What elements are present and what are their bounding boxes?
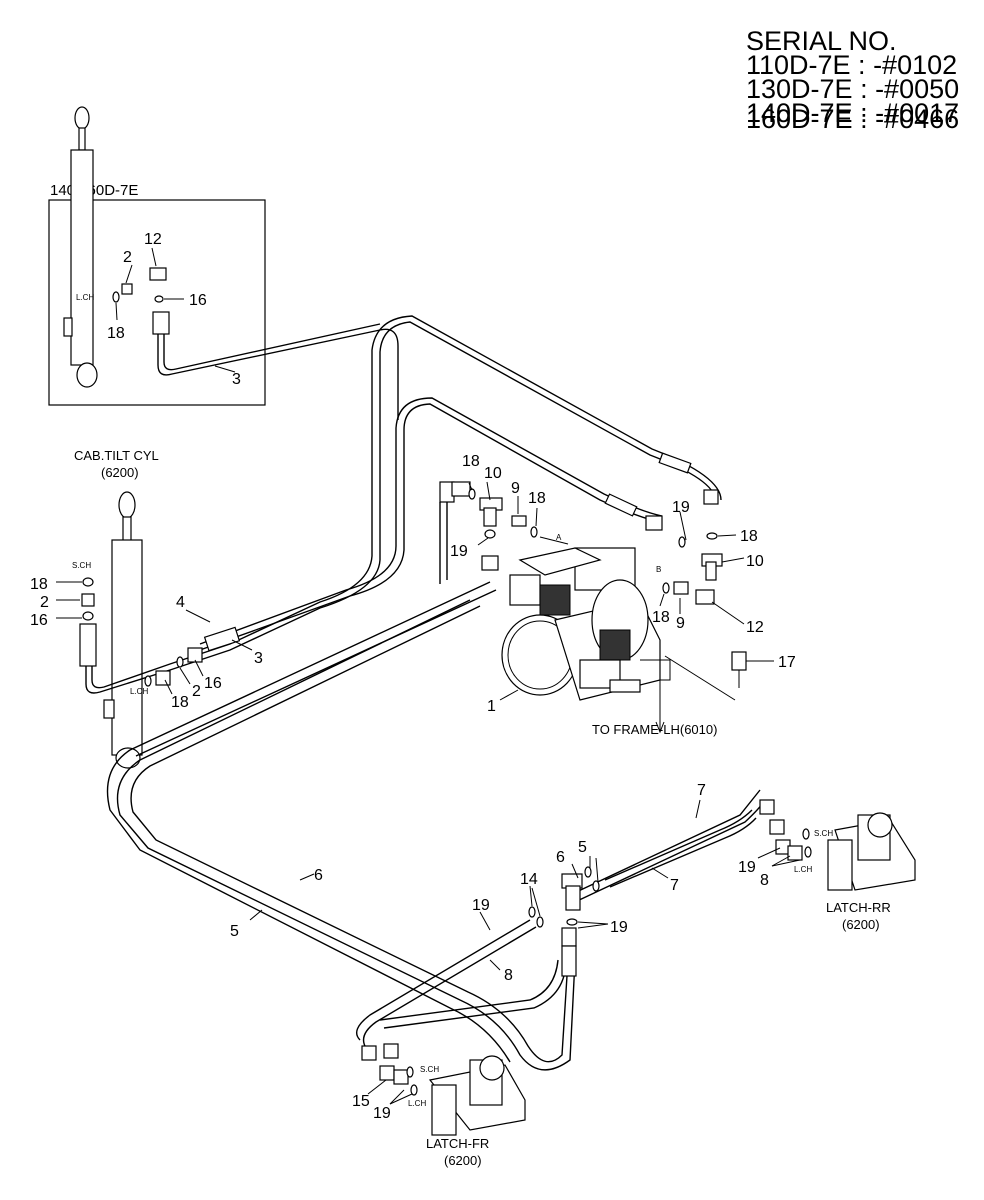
callout-2-inset: 2 — [123, 249, 132, 266]
callout-17: 17 — [778, 654, 796, 671]
callout-19-b: 19 — [672, 499, 690, 516]
latch-rr-lch: L.CH — [794, 865, 812, 874]
callout-2-a: 2 — [40, 594, 49, 611]
inset-oring — [154, 295, 164, 303]
callout-16-b: 16 — [204, 675, 222, 692]
latch-rr-sch: S.CH — [814, 829, 833, 838]
port-a-mark: A — [556, 533, 562, 542]
hose-7 — [569, 789, 761, 896]
pump-unit: A B 1 TO FRAME-LH(6010) — [487, 533, 736, 737]
callout-19-c: 5 — [578, 839, 587, 856]
inset-frame — [48, 199, 266, 406]
cab-tilt-caption: CAB.TILT CYL — [74, 448, 159, 463]
latch-fr-sch: S.CH — [420, 1065, 439, 1074]
callout-9-b: 9 — [676, 615, 685, 632]
mid-fittings: 6 5 14 19 19 8 7 7 6 6 5 — [230, 782, 706, 984]
inset-lch-mark: L.CH — [76, 293, 94, 302]
cyl-sch-mark: S.CH — [72, 561, 91, 570]
latch-rr: S.CH L.CH 19 8 LATCH-RR (6200) — [738, 799, 916, 932]
callout-7-a: 7 — [697, 782, 706, 799]
port-b-mark: B — [656, 565, 661, 574]
callout-10-a: 10 — [484, 465, 502, 482]
callout-19-a: 19 — [450, 543, 468, 560]
callout-19-e: 19 — [610, 919, 628, 936]
callout-1: 1 — [487, 698, 496, 715]
callout-15-a: 19 — [738, 859, 756, 876]
callout-16-a: 16 — [30, 612, 48, 629]
callout-8-b: 8 — [504, 967, 513, 984]
serial-line-1: 110D-7E : -#0102 — [746, 50, 957, 80]
callout-19-g: 19 — [373, 1105, 391, 1122]
latch-rr-caption: LATCH-RR — [826, 900, 891, 915]
serial-line-2: 130D-7E : -#0050 — [746, 74, 959, 104]
inset-hose-fitting — [152, 311, 170, 335]
callout-6-label: 6 — [314, 867, 323, 884]
inset-adapter — [121, 283, 133, 295]
callout-10-b: 10 — [746, 553, 764, 570]
latch-fr: S.CH L.CH 15 19 LATCH-FR (6200) — [352, 1043, 526, 1168]
callout-18-c: 18 — [462, 453, 480, 470]
callout-3-b: 3 — [254, 650, 263, 667]
callout-12-b: 12 — [746, 619, 764, 636]
callout-18-b: 18 — [171, 694, 189, 711]
callout-2-b: 2 — [192, 683, 201, 700]
callout-18-e: 18 — [740, 528, 758, 545]
latch-fr-ref: (6200) — [444, 1153, 482, 1168]
inset-hose — [157, 318, 399, 420]
hose-8 — [356, 919, 531, 1041]
callout-9-a: 9 — [511, 480, 520, 497]
callout-8-a: 19 — [472, 897, 490, 914]
to-frame-caption: TO FRAME-LH(6010) — [592, 722, 717, 737]
serial-line-4: 160D-7E : -#0466 — [746, 104, 959, 134]
hose-6 — [106, 581, 511, 1063]
latch-rr-ref: (6200) — [842, 917, 880, 932]
serial-block: SERIAL NO. 110D-7E : -#0102 130D-7E : -#… — [746, 26, 959, 134]
inset-elbow — [149, 267, 167, 281]
callout-18-a: 18 — [30, 576, 48, 593]
cyl-fittings: 18 2 16 L.CH 4 3 18 2 16 — [30, 576, 263, 711]
callout-4: 4 — [176, 594, 185, 611]
callout-7-b: 7 — [670, 877, 679, 894]
callout-16-inset: 16 — [189, 292, 207, 309]
callout-3-inset: 3 — [232, 371, 241, 388]
pump-fittings: 18 10 9 18 19 19 18 10 18 9 12 17 — [439, 452, 796, 688]
serial-heading: SERIAL NO. — [746, 26, 897, 56]
callout-19-f: 8 — [760, 872, 769, 889]
callout-18-d: 18 — [528, 490, 546, 507]
callout-14: 6 — [556, 849, 565, 866]
callout-18-f: 18 — [652, 609, 670, 626]
inset-title: 140/160D-7E — [50, 182, 138, 199]
callout-18-inset: 18 — [107, 325, 125, 342]
latch-fr-caption: LATCH-FR — [426, 1136, 489, 1151]
cyl-lch-mark: L.CH — [130, 687, 148, 696]
inset-cylinder: L.CH — [63, 106, 98, 388]
latch-fr-lch: L.CH — [408, 1099, 426, 1108]
callout-5-label: 5 — [230, 923, 239, 940]
serial-line-3: 140D-7E : -#0017 — [746, 98, 959, 128]
inset-panel: 140/160D-7E L.CH 2 12 16 18 3 — [48, 106, 399, 420]
cab-tilt-ref: (6200) — [101, 465, 139, 480]
callout-19-d: 14 — [520, 871, 538, 888]
callout-15-b: 15 — [352, 1093, 370, 1110]
callout-12-inset: 12 — [144, 231, 162, 248]
cab-tilt-cylinder: CAB.TILT CYL (6200) S.CH — [72, 448, 159, 769]
